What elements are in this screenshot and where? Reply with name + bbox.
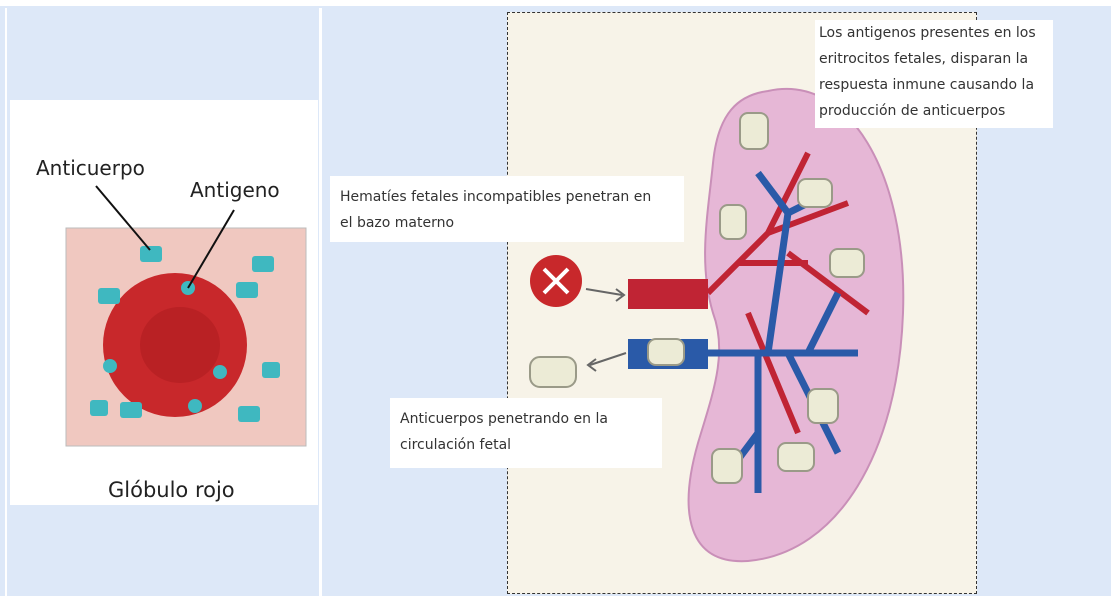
callout-fetal-cells: Hematíes fetales incompatibles penetran …: [330, 176, 684, 242]
red-blood-cell-figure: Anticuerpo Antigeno Glóbulo rojo: [10, 100, 318, 505]
callout-line: eritrocitos fetales, disparan la: [819, 46, 1049, 72]
callout-line: Los antigenos presentes en los: [819, 20, 1049, 46]
splenic-artery: [628, 279, 708, 309]
antigen-dot: [188, 399, 202, 413]
label-antigen: Antigeno: [190, 178, 280, 202]
callout-antigen-response: Los antigenos presentes en los eritrocit…: [815, 20, 1053, 128]
callout-line: producción de anticuerpos: [819, 98, 1049, 124]
callout-line: respuesta inmune causando la: [819, 72, 1049, 98]
label-antibody: Anticuerpo: [36, 156, 145, 180]
callout-antibodies: Anticuerpos penetrando en la circulación…: [390, 398, 662, 468]
rbc-caption: Glóbulo rojo: [108, 478, 235, 502]
callout-line: circulación fetal: [400, 432, 658, 458]
rbc-center: [140, 307, 220, 383]
callout-line: Hematíes fetales incompatibles penetran …: [340, 184, 680, 210]
antigen-dot: [213, 365, 227, 379]
top-border: [0, 0, 1111, 6]
callout-line: el bazo materno: [340, 210, 680, 236]
spleen-organ: [689, 89, 904, 561]
callout-line: Anticuerpos penetrando en la: [400, 406, 658, 432]
antigen-dot: [103, 359, 117, 373]
